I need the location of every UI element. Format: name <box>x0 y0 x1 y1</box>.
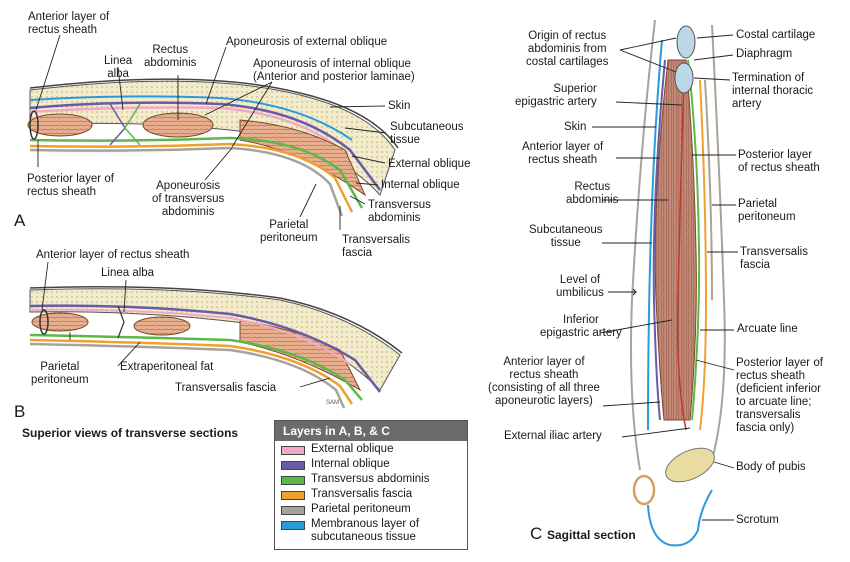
label-c-inferior-epigastric: Inferior epigastric artery <box>540 314 622 339</box>
legend-item: External oblique <box>281 443 467 456</box>
label-c-external-iliac: External iliac artery <box>504 430 602 442</box>
legend-label: Internal oblique <box>311 458 390 470</box>
label-c-scrotum: Scrotum <box>736 514 779 526</box>
label-a-skin: Skin <box>388 100 411 112</box>
label-c-body-pubis: Body of pubis <box>736 461 806 473</box>
label-c-termination-thoracic: Termination of internal thoracic artery <box>732 72 814 110</box>
legend-swatch <box>281 446 305 455</box>
label-a-linea-alba: Linea alba <box>104 55 133 80</box>
label-c-anterior-layer-all: Anterior layer of rectus sheath (consist… <box>488 356 600 407</box>
legend-item: Parietal peritoneum <box>281 503 467 516</box>
legend-swatch <box>281 461 305 470</box>
label-c-transversalis-fascia: Transversalis fascia <box>740 246 808 271</box>
label-a-parietal-peritoneum: Parietal peritoneum <box>260 219 318 244</box>
legend-swatch <box>281 491 305 500</box>
legend-label: Membranous layer of subcutaneous tissue <box>311 518 420 543</box>
legend-label: Parietal peritoneum <box>311 503 411 515</box>
panel-c-drawing <box>592 19 738 547</box>
legend-swatch <box>281 506 305 515</box>
label-b-transversalis-fascia: Transversalis fascia <box>175 382 277 394</box>
label-a-rectus-abdominis: Rectus abdominis <box>144 44 197 69</box>
label-a-aponeurosis-internal: Aponeurosis of internal oblique (Anterio… <box>253 58 415 83</box>
label-c-skin: Skin <box>564 121 587 133</box>
label-c-diaphragm: Diaphragm <box>736 48 793 60</box>
legend-label: External oblique <box>311 443 394 455</box>
label-c-superior-epigastric: Superior epigastric artery <box>515 83 597 108</box>
label-a-aponeurosis-external: Aponeurosis of external oblique <box>226 36 388 48</box>
label-b-anterior-layer: Anterior layer of rectus sheath <box>36 249 190 261</box>
label-a-subcutaneous: Subcutaneous tissue <box>390 121 464 146</box>
label-a-posterior-layer: Posterior layer of rectus sheath <box>27 173 114 198</box>
label-c-subcutaneous: Subcutaneous tissue <box>529 224 603 249</box>
label-a-aponeurosis-transversus: Aponeurosis of transversus abdominis <box>152 180 225 218</box>
panel-c-title: Sagittal section <box>547 528 636 542</box>
panel-a-letter: A <box>14 211 26 230</box>
legend-item: Internal oblique <box>281 458 467 471</box>
label-c-parietal-peritoneum: Parietal peritoneum <box>738 198 796 223</box>
label-c-costal-cartilage: Costal cartilage <box>736 29 816 41</box>
panel-b-letter: B <box>14 402 26 421</box>
label-a-internal-oblique: Internal oblique <box>381 179 460 191</box>
panel-a-drawing <box>27 34 399 230</box>
label-c-posterior-layer: Posterior layer of rectus sheath <box>738 149 820 174</box>
label-c-origin-rectus: Origin of rectus abdominis from costal c… <box>526 30 609 68</box>
legend-swatch <box>281 476 305 485</box>
label-a-anterior-layer: Anterior layer of rectus sheath <box>28 11 110 36</box>
label-c-level-umbilicus: Level of umbilicus <box>556 274 604 299</box>
legend-item: Transversus abdominis <box>281 473 467 486</box>
legend-item: Transversalis fascia <box>281 488 467 501</box>
label-c-arcuate-line: Arcuate line <box>737 323 798 335</box>
panel-c-letter: C <box>530 524 543 543</box>
label-a-transversus: Transversus abdominis <box>368 199 431 224</box>
legend-swatch <box>281 521 305 530</box>
legend-title: Layers in A, B, & C <box>275 421 467 441</box>
legend-item: Membranous layer of subcutaneous tissue <box>281 518 467 544</box>
label-a-external-oblique: External oblique <box>388 158 471 170</box>
artist-signature: SAM <box>326 400 339 406</box>
legend-label: Transversalis fascia <box>311 488 413 500</box>
label-b-linea-alba: Linea alba <box>101 267 155 279</box>
label-c-posterior-deficient: Posterior layer of rectus sheath (defici… <box>736 357 823 434</box>
label-a-transversalis-fascia: Transversalis fascia <box>342 234 410 259</box>
panel-b-drawing <box>29 261 403 409</box>
label-b-extraperitoneal-fat: Extraperitoneal fat <box>120 361 214 373</box>
legend-label: Transversus abdominis <box>311 473 430 485</box>
label-c-anterior-layer: Anterior layer of rectus sheath <box>522 141 604 166</box>
panel-b-caption: Superior views of transverse sections <box>22 426 239 440</box>
label-b-parietal-peritoneum: Parietal peritoneum <box>31 361 89 386</box>
label-c-rectus-abdominis: Rectus abdominis <box>566 181 619 206</box>
